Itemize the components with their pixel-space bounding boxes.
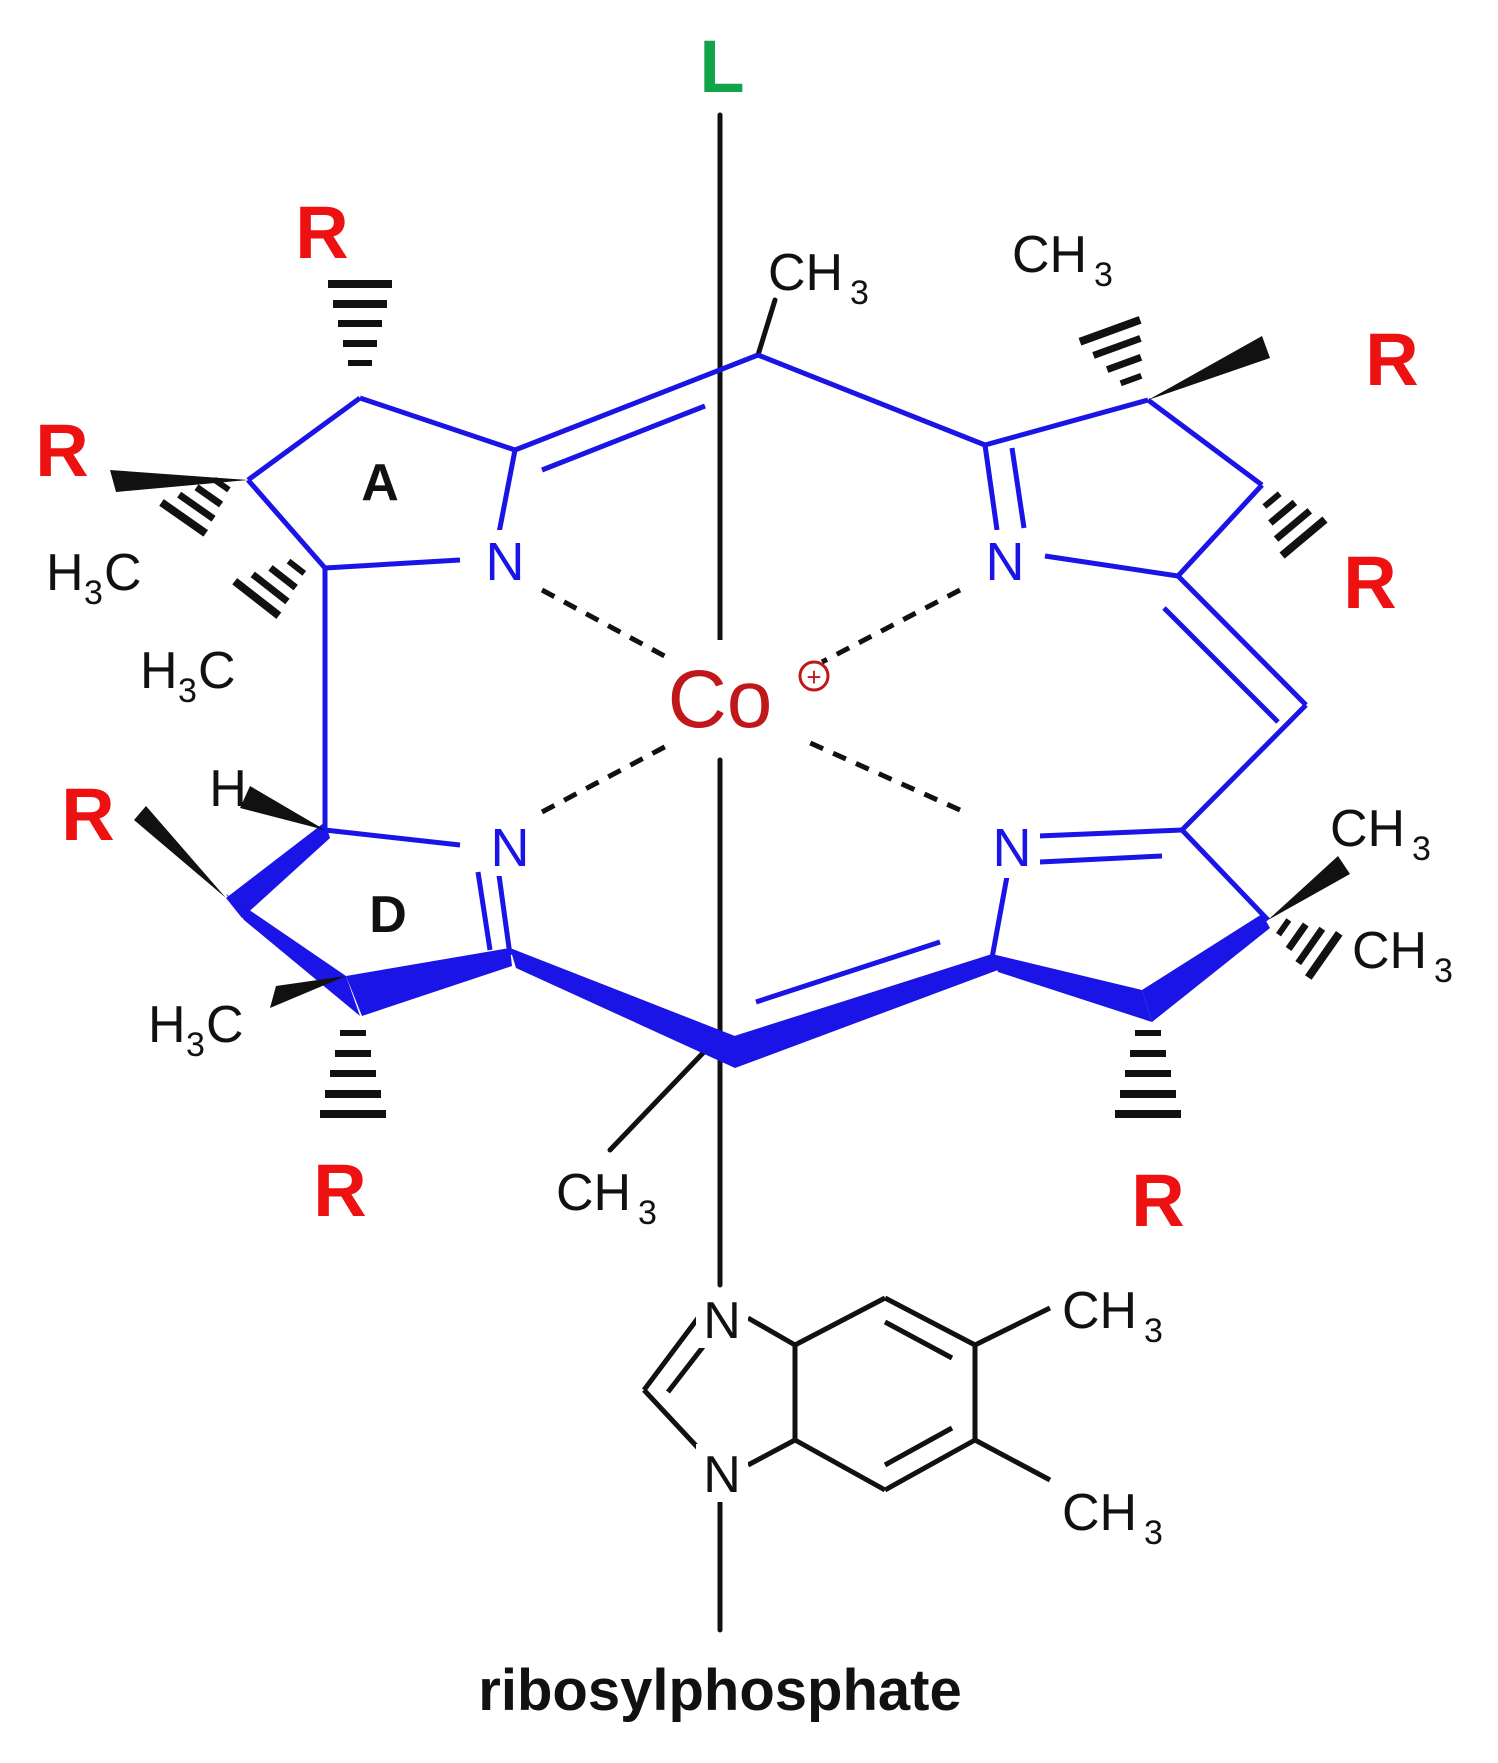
- nitrogen-benzimidazole-upper: N: [703, 1292, 741, 1350]
- svg-text:3: 3: [1144, 1312, 1163, 1350]
- svg-text:CH: CH: [1352, 922, 1427, 980]
- svg-text:H: H: [148, 996, 186, 1054]
- h3c-ring-d: H 3 C: [148, 996, 244, 1064]
- hash-wedge-d-r: [320, 1030, 386, 1118]
- ring-a-label: A: [361, 454, 399, 512]
- svg-text:H: H: [140, 642, 178, 700]
- corrin-ring: [246, 352, 1308, 1005]
- axial-bond-lines: [607, 112, 778, 1633]
- hash-wedge-c-r: [1115, 1030, 1181, 1118]
- nitrogen-benzimidazole-lower: N: [703, 1446, 741, 1504]
- hydrogen-ring-d: H: [209, 760, 247, 818]
- hash-wedge-a-top: [328, 280, 392, 366]
- svg-text:3: 3: [638, 1194, 657, 1232]
- svg-text:3: 3: [1434, 952, 1453, 990]
- svg-text:3: 3: [84, 574, 103, 612]
- corrin-front-wedges: [226, 822, 1270, 1068]
- h3c-ring-a-lower: H 3 C: [140, 642, 236, 710]
- svg-text:CH: CH: [1062, 1282, 1137, 1340]
- svg-text:CH: CH: [556, 1164, 631, 1222]
- svg-text:3: 3: [1412, 830, 1431, 868]
- r-group-c-bottom: R: [1131, 1159, 1184, 1242]
- methyl-bond-bottom: [607, 1050, 706, 1153]
- svg-text:CH: CH: [1012, 226, 1087, 284]
- nitrogen-ring-d: N: [491, 818, 530, 878]
- methyl-bond-top: [755, 297, 778, 358]
- svg-text:C: C: [206, 996, 244, 1054]
- charge-circle: [798, 660, 830, 692]
- svg-text:CH: CH: [1330, 800, 1405, 858]
- r-group-d-bottom: R: [313, 1149, 366, 1232]
- labels: L Co + A D N N N N R R R R R R R H CH 3: [35, 25, 1453, 1723]
- svg-text:C: C: [104, 544, 142, 602]
- methyl-bottom-center: CH 3: [556, 1164, 657, 1232]
- svg-text:CH: CH: [1062, 1484, 1137, 1542]
- nitrogen-ring-a: N: [486, 532, 525, 592]
- r-group-b-right: R: [1343, 541, 1396, 624]
- stereo-wedges: [110, 280, 1350, 1118]
- coordination-bonds: [540, 587, 962, 815]
- methyl-ring-c-lower: CH 3: [1352, 922, 1453, 990]
- methyl-ring-b: CH 3: [1012, 226, 1113, 294]
- svg-text:C: C: [198, 642, 236, 700]
- r-group-a-top: R: [295, 191, 348, 274]
- svg-text:3: 3: [1144, 1514, 1163, 1552]
- svg-text:CH: CH: [768, 244, 843, 302]
- nitrogen-ring-c: N: [993, 818, 1032, 878]
- cobalt-charge-label: +: [806, 662, 821, 692]
- svg-text:3: 3: [1094, 256, 1113, 294]
- svg-text:3: 3: [186, 1026, 205, 1064]
- nitrogen-ring-b: N: [986, 532, 1025, 592]
- svg-text:3: 3: [178, 672, 197, 710]
- svg-text:3: 3: [850, 274, 869, 312]
- hash-wedge-c-methyl: [1276, 918, 1343, 980]
- axial-ligand-label: L: [699, 25, 744, 108]
- hash-wedge-a-methyl-lower: [232, 558, 307, 619]
- ring-d-label: D: [369, 886, 407, 944]
- methyl-top-center: CH 3: [768, 244, 869, 312]
- ribosylphosphate-label: ribosylphosphate: [478, 1658, 961, 1723]
- r-group-b-top: R: [1365, 318, 1418, 401]
- methyl-benzimidazole-lower: CH 3: [1062, 1484, 1163, 1552]
- r-group-a-left: R: [35, 409, 88, 492]
- svg-text:H: H: [46, 544, 84, 602]
- hash-wedge-b-r: [1262, 491, 1328, 559]
- h3c-ring-a-upper: H 3 C: [46, 544, 142, 612]
- hash-wedge-a-methyl: [159, 477, 231, 537]
- cobalt-label: Co: [668, 654, 773, 745]
- hash-wedge-b-methyl: [1078, 316, 1143, 387]
- r-group-d-left: R: [61, 773, 114, 856]
- methyl-ring-c-upper: CH 3: [1330, 800, 1431, 868]
- methyl-benzimidazole-upper: CH 3: [1062, 1282, 1163, 1350]
